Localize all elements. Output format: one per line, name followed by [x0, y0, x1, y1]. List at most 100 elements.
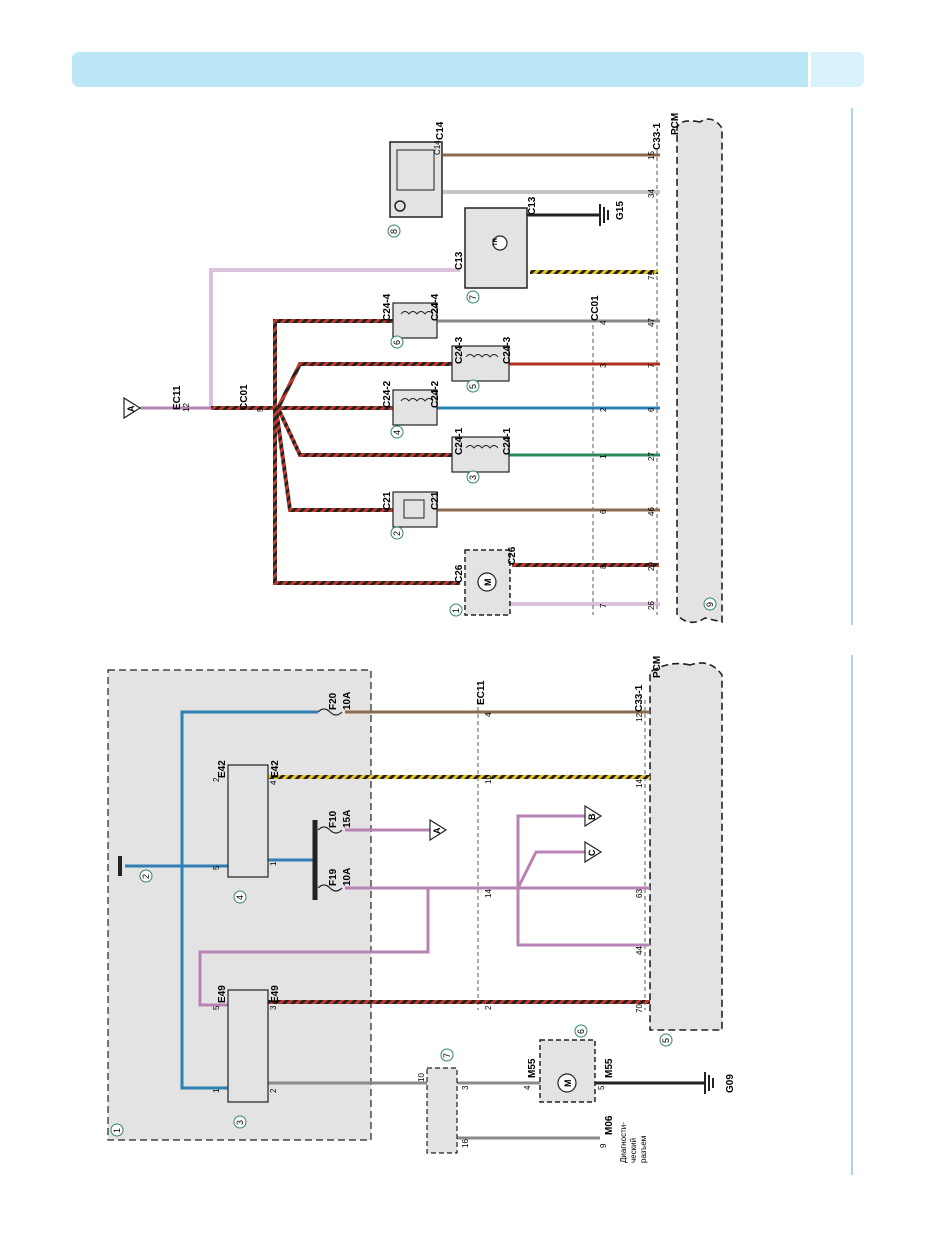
upper-callout-9: 9	[705, 602, 715, 607]
wire-e42-4-pcm14	[268, 775, 650, 779]
c24-2-coil	[392, 389, 438, 426]
f10-label: F10	[328, 810, 339, 828]
e49-label-top: E49	[217, 985, 228, 1003]
e42-label-bot: E42	[270, 760, 281, 778]
f19-fuse-icon	[317, 884, 343, 892]
c24-2-label-top: C24-2	[382, 380, 393, 408]
c24-2-coil-icon	[400, 398, 434, 402]
c14-sensor-icon	[394, 200, 406, 212]
diag-connector-line2: ческий	[629, 1138, 638, 1163]
c24-3-coil	[451, 345, 510, 382]
lower-ec11-pin-14: 14	[484, 889, 493, 898]
cc01-pin-2: 2	[599, 407, 608, 412]
c24-3-label-top: C24-3	[454, 336, 465, 364]
lower-ec11-pin-2: 2	[484, 1005, 493, 1010]
e42-label-top: E42	[217, 760, 228, 778]
upper-callouts: 1 2 3 4 5 6 7 8 9	[387, 224, 717, 617]
f10-rating: 15A	[342, 810, 353, 828]
c33-1-label: C33-1	[652, 122, 663, 150]
c21-valve-icon	[403, 499, 425, 519]
lower-callout-6: 6	[576, 1029, 586, 1034]
cc01-pin-7: 7	[599, 603, 608, 608]
lower-callout-4: 4	[235, 895, 245, 900]
ec11-pin-12: 12	[182, 403, 191, 412]
e49-label-bot: E49	[270, 985, 281, 1003]
pcm-pin-29: 29	[647, 562, 656, 571]
e49-relay	[227, 989, 269, 1103]
c21-label-top: C21	[382, 491, 393, 510]
junction-pin-3: 3	[461, 1085, 470, 1090]
upper-callout-4: 4	[392, 430, 402, 435]
cc01-pin-4: 4	[599, 320, 608, 325]
pcm-pin-34: 34	[647, 189, 656, 198]
c24-4-coil	[392, 302, 438, 339]
cc01-label-top: CC01	[239, 384, 250, 410]
c24-4-label-bot: C24-4	[430, 293, 441, 321]
ref-b-triangle	[584, 804, 603, 828]
c21-component	[392, 491, 438, 528]
c26-label-top: C26	[454, 564, 465, 583]
upper-callout-2: 2	[392, 531, 402, 536]
f10-fuse-icon	[317, 826, 343, 834]
c26-motor-icon	[477, 572, 497, 592]
ref-a-label: A	[126, 405, 136, 412]
cc01-pin-6: 6	[599, 509, 608, 514]
e42-relay	[227, 764, 269, 878]
lower-pcm-pin-70: 70	[635, 1004, 644, 1013]
g09-ground-icon	[704, 1072, 714, 1094]
upper-callout-1: 1	[451, 608, 461, 613]
wire-blue-main	[180, 710, 318, 1090]
c24-1-coil	[451, 436, 510, 473]
m55-motor-icon	[557, 1073, 577, 1093]
upper-callout-6: 6	[392, 340, 402, 345]
c13-label-pin3: C13	[527, 196, 538, 215]
ec11-label: EC11	[172, 385, 183, 410]
e42-pin-5: 5	[212, 865, 221, 870]
upper-diagram: C14 C14 TR M A EC11 CC01 CC01 C33-1 PCM	[123, 113, 723, 624]
wire-pink-bc	[516, 814, 650, 947]
lower-callout-7: 7	[442, 1053, 452, 1058]
e49-pin-3: 3	[269, 1005, 278, 1010]
cc01-pin-8: 8	[599, 564, 608, 569]
c24-2-label-bot: C24-2	[430, 380, 441, 408]
pcm-pin-15: 15	[647, 151, 656, 160]
c14-label-bot: C14	[433, 140, 442, 155]
lower-ref-a-label: A	[432, 827, 442, 834]
wire-e49-3-pcm70	[268, 1000, 650, 1004]
m55-pin-4: 4	[523, 1085, 532, 1090]
c24-3-coil-icon	[465, 354, 499, 358]
cc01-pin-5: 5	[256, 407, 265, 412]
e49-pin-5: 5	[212, 1005, 221, 1010]
c26-motor-label: M	[483, 579, 493, 587]
tr-label: TR	[493, 237, 499, 246]
g09-label: G09	[725, 1074, 736, 1093]
ref-a-triangle	[123, 396, 142, 420]
upper-callout-5: 5	[468, 384, 478, 389]
g15-label: G15	[615, 201, 626, 220]
upper-callout-8: 8	[389, 229, 399, 234]
tr-icon	[492, 235, 508, 251]
f19-rating: 10A	[342, 868, 353, 886]
c14-label-top: C14	[435, 121, 446, 140]
lower-ec11-label: EC11	[476, 680, 487, 705]
lower-ref-a-triangle	[429, 818, 448, 842]
diag-junction	[426, 1067, 458, 1154]
e42-pin-4: 4	[269, 780, 278, 785]
cc01-pin-1: 1	[599, 454, 608, 459]
upper-pcm-block	[676, 118, 723, 624]
c24-1-coil-icon	[465, 445, 499, 449]
f20-label: F20	[328, 692, 339, 710]
c24-4-label-top: C24-4	[382, 293, 393, 321]
c24-1-label-bot: C24-1	[502, 427, 513, 455]
lower-pcm-label: PCM	[652, 656, 663, 678]
lower-pcm-pin-14: 14	[635, 779, 644, 788]
wire-c26-3	[512, 563, 659, 567]
lower-pcm-block	[649, 662, 723, 1031]
header-bar	[72, 52, 808, 87]
g15-ground-icon	[599, 204, 609, 226]
upper-callout-7: 7	[468, 295, 478, 300]
c21-label-bot: C21	[430, 491, 441, 510]
c14-sensor-body	[396, 149, 435, 191]
f19-label: F19	[328, 868, 339, 886]
e42-pin-1: 1	[269, 861, 278, 866]
